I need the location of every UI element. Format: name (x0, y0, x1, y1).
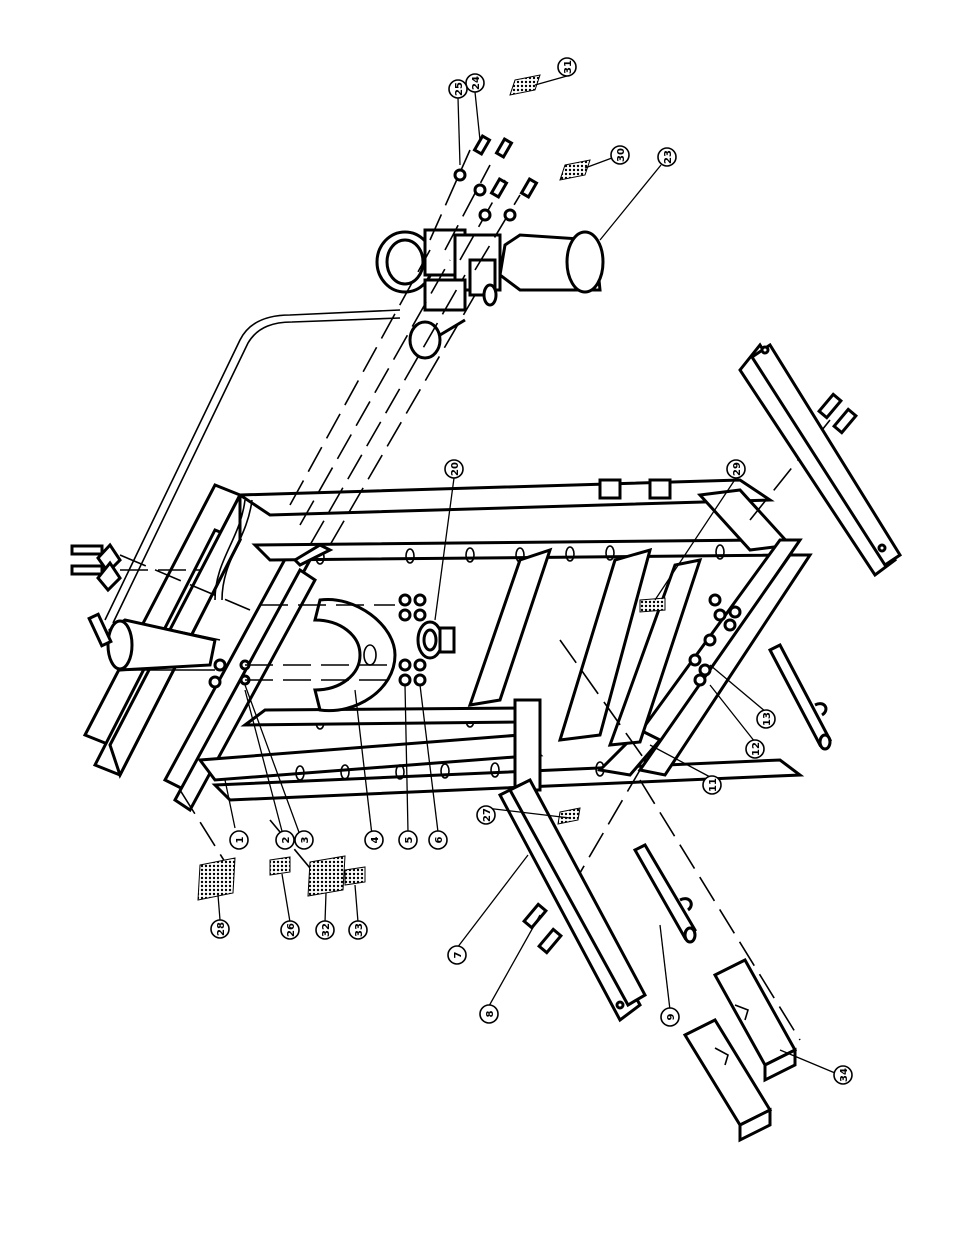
svg-text:32: 32 (321, 923, 332, 937)
callout-5: 5 (398, 830, 418, 850)
svg-text:26: 26 (286, 923, 297, 937)
svg-text:6: 6 (434, 836, 445, 843)
callout-34: 34 (833, 1065, 853, 1085)
callout-labels (217, 75, 836, 1074)
callout-9: 9 (660, 1007, 680, 1027)
callout-25: 25 (448, 79, 468, 99)
callout-13: 13 (756, 709, 776, 729)
pump-motor-assembly (375, 228, 605, 360)
callout-23: 23 (657, 147, 677, 167)
callout-32: 32 (315, 920, 335, 940)
explosion-lines (119, 149, 831, 1041)
foot-rail-right (738, 342, 903, 578)
v-blocks (682, 958, 798, 1143)
callout-12: 12 (745, 739, 765, 759)
svg-text:13: 13 (762, 712, 773, 726)
svg-text:34: 34 (839, 1068, 850, 1082)
fasteners (70, 542, 742, 689)
svg-text:23: 23 (663, 150, 674, 164)
svg-text:25: 25 (454, 82, 465, 96)
callout-2: 2 (275, 830, 295, 850)
pump-bolts (453, 134, 539, 222)
callout-20: 20 (444, 459, 464, 479)
svg-text:29: 29 (732, 462, 743, 476)
svg-text:1: 1 (235, 836, 246, 843)
callout-7: 7 (447, 945, 467, 965)
callout-31: 31 (557, 57, 577, 77)
svg-text:28: 28 (216, 922, 227, 936)
svg-text:30: 30 (616, 148, 627, 162)
svg-text:11: 11 (708, 778, 719, 792)
hydraulic-cylinder (106, 618, 221, 672)
ram-coupler (416, 620, 456, 660)
callout-1: 1 (229, 830, 249, 850)
callout-29: 29 (726, 459, 746, 479)
hydraulic-hose (104, 309, 401, 624)
svg-text:12: 12 (751, 742, 762, 756)
decals (197, 74, 666, 901)
callout-28: 28 (210, 919, 230, 939)
callout-8: 8 (479, 1004, 499, 1024)
svg-text:24: 24 (471, 76, 482, 90)
svg-text:8: 8 (485, 1010, 496, 1017)
callout-4: 4 (364, 830, 384, 850)
svg-text:2: 2 (281, 836, 292, 843)
callout-33: 33 (348, 920, 368, 940)
svg-text:9: 9 (666, 1013, 677, 1020)
callout-27: 27 (476, 805, 496, 825)
callout-6: 6 (428, 830, 448, 850)
callout-26: 26 (280, 920, 300, 940)
svg-text:31: 31 (563, 60, 574, 74)
svg-text:7: 7 (453, 951, 464, 958)
svg-text:27: 27 (482, 808, 493, 822)
callout-30: 30 (610, 145, 630, 165)
svg-text:33: 33 (354, 923, 365, 937)
foot-rail-left (497, 778, 648, 1023)
callout-11: 11 (702, 775, 722, 795)
svg-text:3: 3 (300, 836, 311, 843)
callout-3: 3 (294, 830, 314, 850)
support-pins (632, 643, 833, 944)
svg-text:4: 4 (370, 836, 381, 843)
callout-24: 24 (465, 73, 485, 93)
svg-text:5: 5 (404, 836, 415, 843)
svg-text:20: 20 (450, 462, 461, 476)
